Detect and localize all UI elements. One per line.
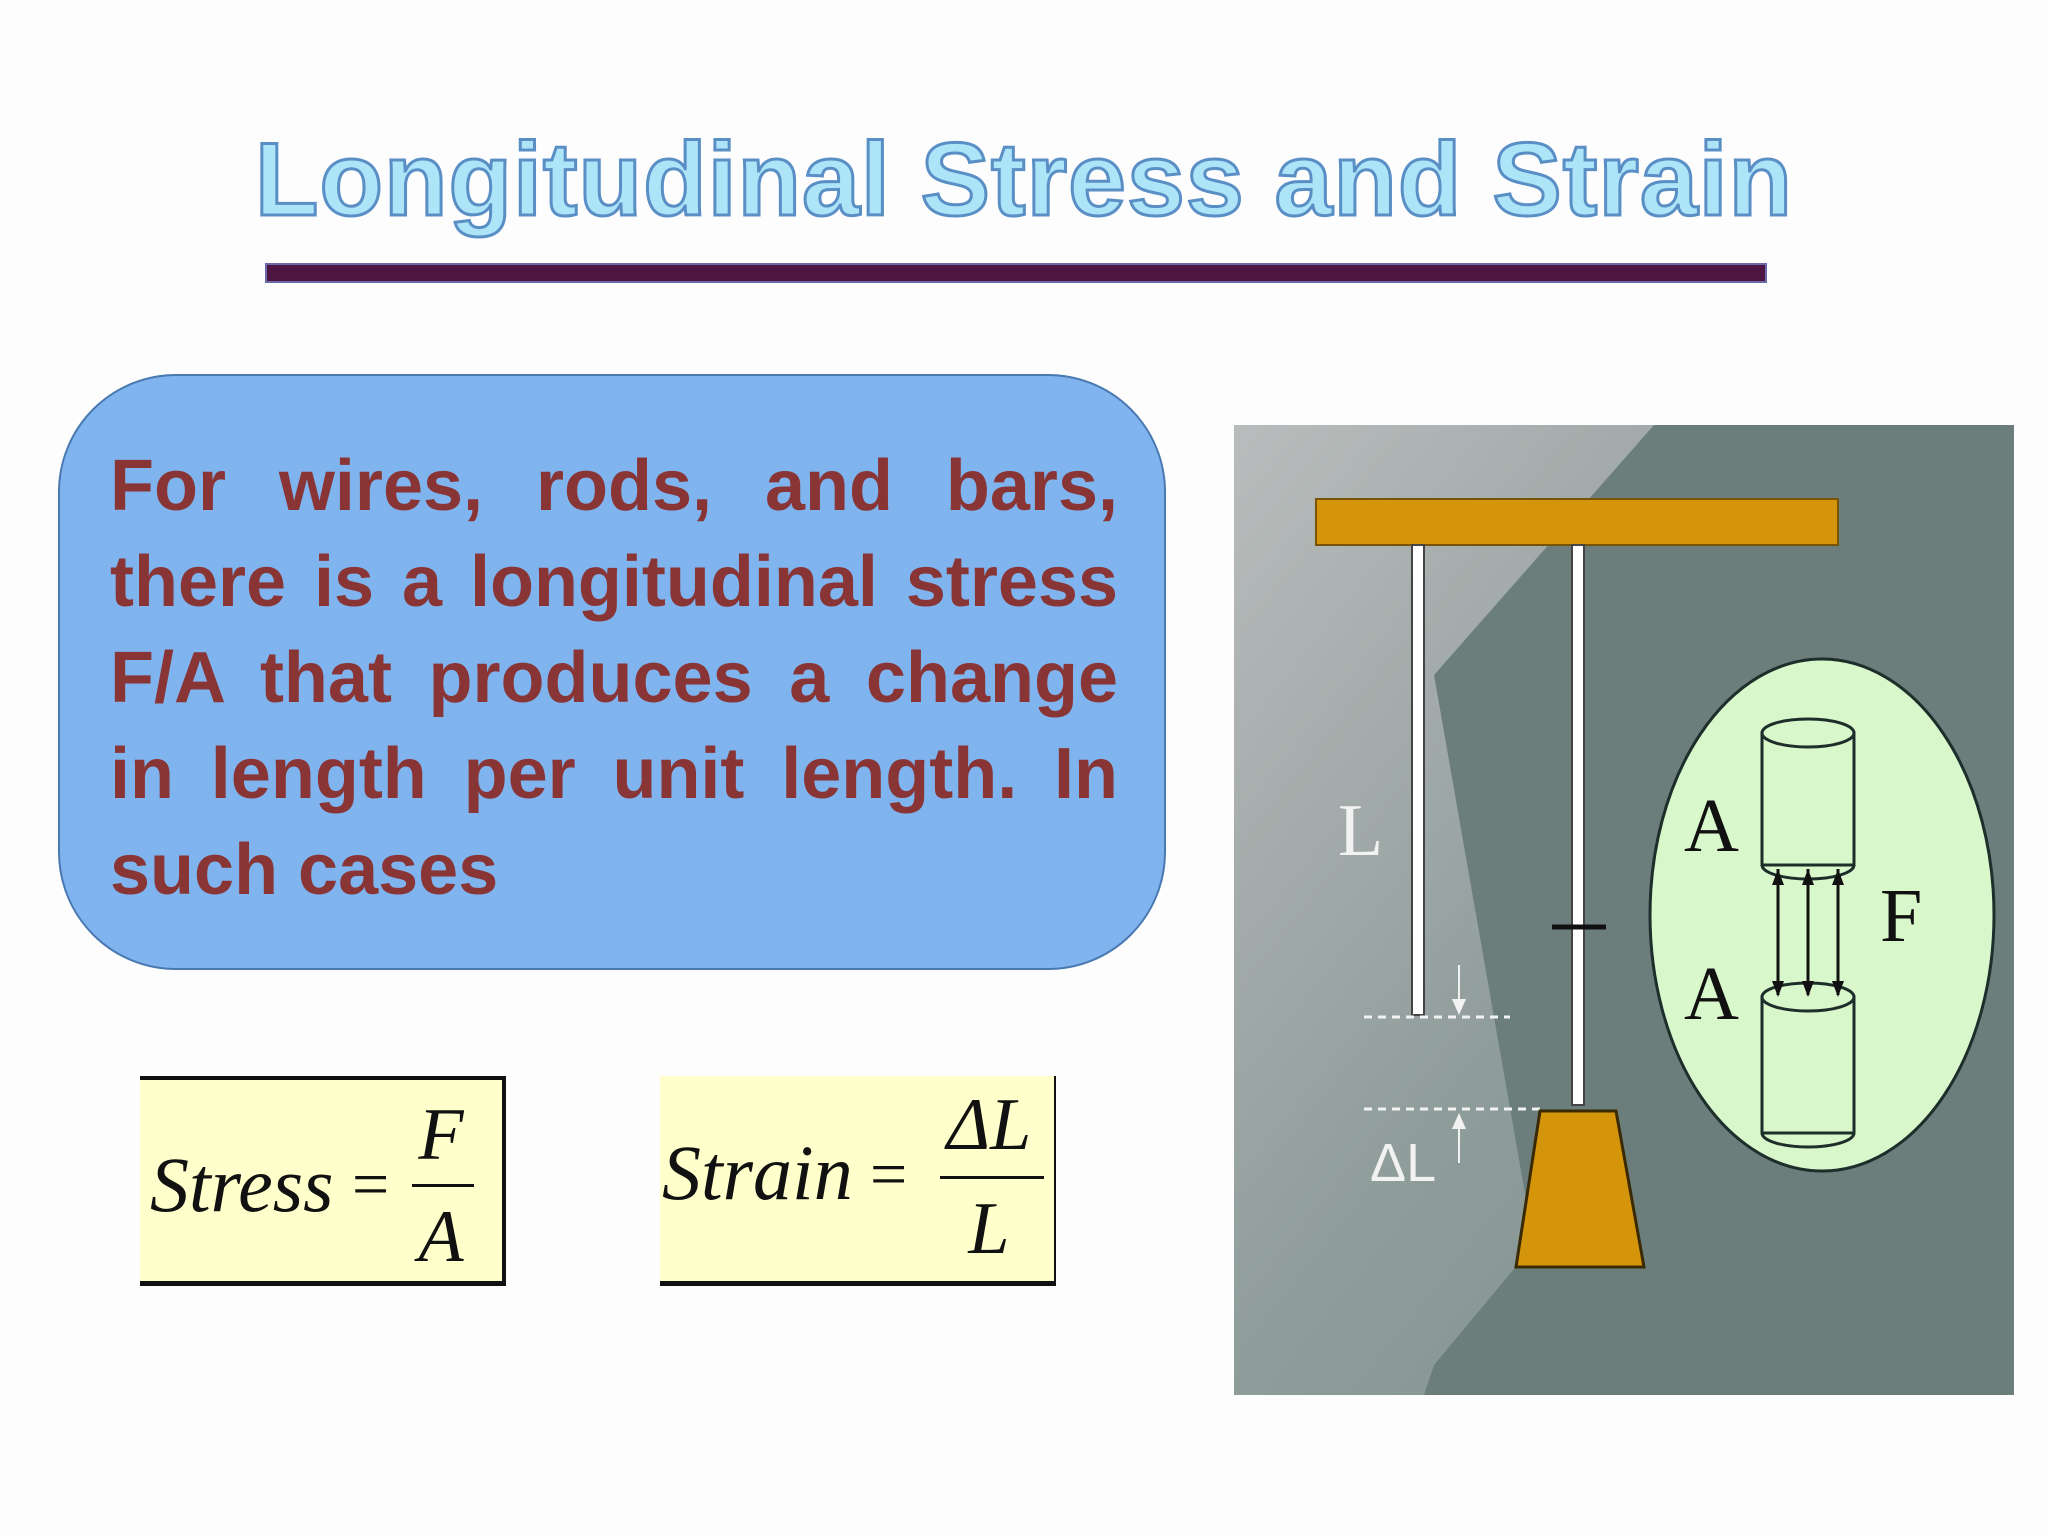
down-arrow-icon [1452, 999, 1466, 1015]
strain-formula-fraction-bar [940, 1176, 1044, 1179]
wire-tension-figure: L ΔL [1234, 425, 2014, 1395]
upper-cylinder-body [1760, 731, 1856, 867]
force-arrows [1776, 869, 1840, 995]
support-beam [1315, 498, 1839, 546]
title-underline [265, 263, 1767, 283]
strain-formula: Strain = ΔL L [660, 1076, 1056, 1286]
reference-wire [1411, 544, 1425, 1016]
stress-formula-numerator: F [418, 1094, 464, 1176]
strain-formula-denominator: L [968, 1188, 1010, 1270]
delta-length-label: ΔL [1370, 1133, 1436, 1193]
strain-formula-numerator: ΔL [946, 1084, 1032, 1166]
stress-formula-lhs: Stress [150, 1141, 334, 1228]
slide-title: Longitudinal Stress and Strain [253, 122, 1794, 238]
force-label: F [1880, 874, 1922, 958]
stress-formula-denominator: A [418, 1196, 464, 1278]
force-arrowheads [1772, 869, 1844, 997]
hanging-weight [1514, 1109, 1646, 1269]
lower-cylinder-bottom [1760, 1132, 1856, 1149]
cross-section-inset [1648, 657, 1996, 1173]
callout-text: For wires, rods, and bars, there is a lo… [110, 446, 1118, 910]
wire-tension-diagram: L ΔL [1234, 425, 2014, 1395]
stress-formula-fraction-bar [412, 1184, 474, 1187]
area-label-top: A [1684, 784, 1739, 868]
strain-formula-lhs: Strain [662, 1129, 853, 1216]
loaded-wire [1571, 544, 1585, 1106]
upper-cylinder-top [1760, 717, 1856, 749]
stress-formula: Stress = F A [140, 1076, 506, 1286]
strain-formula-equals: = [870, 1138, 908, 1211]
area-label-bottom: A [1684, 952, 1739, 1036]
stress-formula-equals: = [352, 1148, 390, 1221]
lower-cylinder-body [1760, 995, 1856, 1135]
length-label: L [1338, 790, 1383, 872]
up-arrow-icon [1452, 1113, 1466, 1129]
text-callout: For wires, rods, and bars, there is a lo… [58, 374, 1166, 970]
